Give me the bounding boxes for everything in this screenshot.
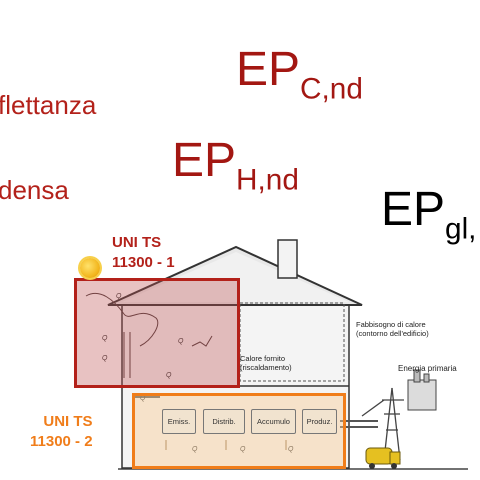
heat-symbol: Q [178,338,184,345]
calore-fornito-label: Calore fornito (riscaldamento) [240,354,292,372]
envelope-dashed [239,302,345,382]
room-sketch [85,292,213,378]
heat-symbol: Q [192,446,198,453]
energia-primaria-label: Energia primaria [398,364,457,373]
uni-ts-2-line1: UNI TS [43,413,93,430]
heat-symbol: Q [240,446,246,453]
heat-symbol: Q [140,395,146,402]
heat-symbol: Q [288,446,294,453]
heat-symbol: Q [102,355,108,362]
fabbisogno-line1: Fabbisogno di calore [356,320,426,329]
heat-symbol: Q [166,372,172,379]
ep-h-base: EP [172,134,237,187]
fabbisogno-label: Fabbisogno di calore (contorno dell'edif… [356,320,429,338]
ep-h-sub: H,nd [236,163,299,197]
heat-symbol: Q [116,293,122,300]
uni-ts-2-line2: 11300 - 2 [30,433,93,450]
calore-line1: Calore fornito [240,354,286,363]
fabbisogno-line2: (contorno dell'edificio) [356,329,429,338]
text-densa: densa [0,175,69,205]
distribution-component: Distrib. [203,409,245,434]
ep-gl-sub: gl, [445,212,477,246]
chimney [277,239,298,279]
storage-component: Accumulo [251,409,296,434]
production-component: Produz. [302,409,337,434]
ep-h-nd-label: EPH,nd [172,137,299,195]
emission-component: Emiss. [162,409,196,434]
text-flettanza: flettanza [0,90,97,120]
pylon-icon [361,387,404,461]
ep-gl-label: EPgl, [381,186,476,244]
radiator-arrows [165,440,287,450]
uni-ts-11300-2-label: UNI TS 11300 - 2 [30,412,93,452]
uni-ts-11300-1-label: UNI TS 11300 - 1 [112,233,175,273]
uni-ts-1-line2: 11300 - 1 [112,254,175,271]
ep-c-base: EP [236,43,301,96]
heat-symbol: Q [102,335,108,342]
factory-icon [407,369,437,411]
ep-c-nd-label: EPC,nd [236,46,363,104]
uni-ts-1-line1: UNI TS [112,234,162,251]
fuel-truck-icon [365,447,401,469]
calore-line2: (riscaldamento) [240,363,292,372]
ep-gl-base: EP [381,183,446,236]
sun-icon [80,258,100,278]
ep-c-sub: C,nd [300,72,363,106]
uni-ts-11300-1-box [74,278,240,388]
